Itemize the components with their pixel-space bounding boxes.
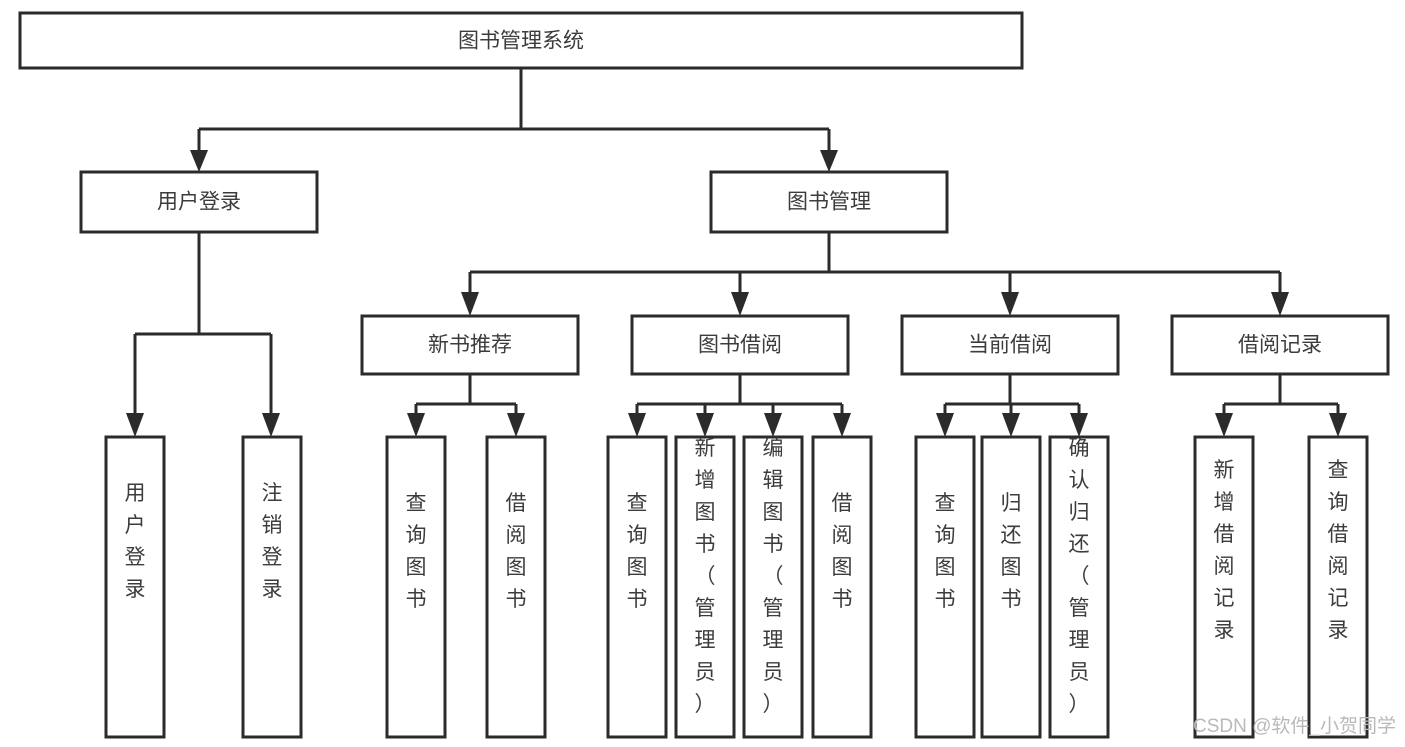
leaf-new-book-1[interactable]: 查询图书	[385, 435, 447, 739]
node-root-label: 图书管理系统	[458, 30, 584, 53]
leaf-borrow-record-1[interactable]: 新增借阅记录	[1193, 435, 1255, 739]
leaf-current-borrow-1-box[interactable]	[914, 435, 976, 739]
leaf-book-borrow-4-label: 借阅图书	[832, 492, 853, 611]
arrow-head-user-login	[190, 150, 208, 172]
node-book-borrow-label: 图书借阅	[698, 334, 782, 357]
arrow-head-current-borrow	[1001, 292, 1019, 316]
leaf-borrow-record-2[interactable]: 查询借阅记录	[1307, 435, 1369, 739]
leaf-borrow-record-2-label: 查询借阅记录	[1328, 459, 1349, 642]
leaf-book-borrow-2-box[interactable]	[674, 435, 736, 739]
arrow-head-leaf-user-login	[126, 413, 144, 437]
leaf-borrow-record-1-label: 新增借阅记录	[1214, 459, 1235, 642]
leaf-user-login-1-box[interactable]	[104, 435, 166, 739]
leaf-new-book-2-box[interactable]	[485, 435, 547, 739]
leaf-borrow-record-1-box[interactable]	[1193, 435, 1255, 739]
node-book-borrow[interactable]: 图书借阅	[630, 314, 850, 376]
node-new-book-recommend[interactable]: 新书推荐	[360, 314, 580, 376]
connector-layer	[126, 68, 1347, 437]
node-borrow-record-label: 借阅记录	[1238, 334, 1322, 357]
leaf-current-borrow-3-box[interactable]	[1048, 435, 1110, 739]
leaf-new-book-1-box[interactable]	[385, 435, 447, 739]
arrow-head-bb-leaf-1	[628, 413, 646, 437]
arrow-head-cb-leaf-2	[1002, 413, 1020, 437]
arrow-head-nb-leaf-2	[507, 413, 525, 437]
leaf-user-login-1[interactable]: 用户登录	[104, 435, 166, 739]
leaf-book-borrow-4-box[interactable]	[811, 435, 873, 739]
leaf-book-borrow-3-label: 编辑图书（管理员）	[763, 437, 784, 716]
leaf-borrow-record-2-box[interactable]	[1307, 435, 1369, 739]
leaf-book-borrow-2[interactable]: 新增图书（管理员）	[674, 435, 736, 739]
arrow-head-bb-leaf-2	[696, 413, 714, 437]
node-user-login[interactable]: 用户登录	[79, 170, 319, 234]
node-current-borrow-box[interactable]	[900, 314, 1120, 376]
leaf-current-borrow-1-label: 查询图书	[935, 492, 956, 611]
arrow-head-leaf-logout	[262, 413, 280, 437]
arrow-head-bb-leaf-3	[764, 413, 782, 437]
leaf-book-borrow-3[interactable]: 编辑图书（管理员）	[742, 435, 804, 739]
node-root[interactable]: 图书管理系统	[18, 11, 1024, 70]
leaf-current-borrow-3[interactable]: 确认归还（管理员）	[1048, 435, 1110, 739]
node-borrow-record-box[interactable]	[1170, 314, 1390, 376]
node-book-manage-box[interactable]	[709, 170, 949, 234]
node-new-book-recommend-label: 新书推荐	[428, 334, 512, 357]
leaf-new-book-2[interactable]: 借阅图书	[485, 435, 547, 739]
leaf-book-borrow-4[interactable]: 借阅图书	[811, 435, 873, 739]
leaf-user-login-2[interactable]: 注销登录	[241, 435, 303, 739]
node-user-login-label: 用户登录	[157, 191, 241, 214]
arrow-head-book-manage	[820, 150, 838, 172]
watermark-label: CSDN @软件_小贺同学	[1193, 715, 1396, 737]
arrow-head-bb-leaf-4	[833, 413, 851, 437]
arrow-head-br-leaf-1	[1215, 413, 1233, 437]
node-user-login-box[interactable]	[79, 170, 319, 234]
leaf-user-login-2-box[interactable]	[241, 435, 303, 739]
leaf-current-borrow-3-label: 确认归还（管理员）	[1069, 437, 1090, 716]
leaf-new-book-2-label: 借阅图书	[506, 492, 527, 611]
arrow-head-borrow-record	[1271, 292, 1289, 316]
leaf-book-borrow-3-box[interactable]	[742, 435, 804, 739]
arrow-head-br-leaf-2	[1329, 413, 1347, 437]
leaf-user-login-2-label: 注销登录	[262, 482, 283, 601]
leaf-book-borrow-1-box[interactable]	[606, 435, 668, 739]
arrow-head-cb-leaf-1	[936, 413, 954, 437]
leaf-book-borrow-1[interactable]: 查询图书	[606, 435, 668, 739]
node-book-borrow-box[interactable]	[630, 314, 850, 376]
node-book-manage[interactable]: 图书管理	[709, 170, 949, 234]
arrow-head-book-borrow	[731, 292, 749, 316]
leaf-current-borrow-1[interactable]: 查询图书	[914, 435, 976, 739]
leaf-current-borrow-2[interactable]: 归还图书	[980, 435, 1042, 739]
leaf-user-login-1-label: 用户登录	[125, 482, 146, 601]
node-book-manage-label: 图书管理	[787, 191, 871, 214]
node-borrow-record[interactable]: 借阅记录	[1170, 314, 1390, 376]
arrow-head-nb-leaf-1	[407, 413, 425, 437]
arrow-head-new-book	[461, 292, 479, 316]
node-current-borrow-label: 当前借阅	[968, 334, 1052, 357]
leaf-current-borrow-2-box[interactable]	[980, 435, 1042, 739]
leaf-current-borrow-2-label: 归还图书	[1001, 492, 1022, 611]
leaf-book-borrow-1-label: 查询图书	[627, 492, 648, 611]
leaf-new-book-1-label: 查询图书	[406, 492, 427, 611]
arrow-head-cb-leaf-3	[1070, 413, 1088, 437]
node-root-box[interactable]	[18, 11, 1024, 70]
node-current-borrow[interactable]: 当前借阅	[900, 314, 1120, 376]
node-new-book-recommend-box[interactable]	[360, 314, 580, 376]
leaf-book-borrow-2-label: 新增图书（管理员）	[695, 437, 716, 716]
